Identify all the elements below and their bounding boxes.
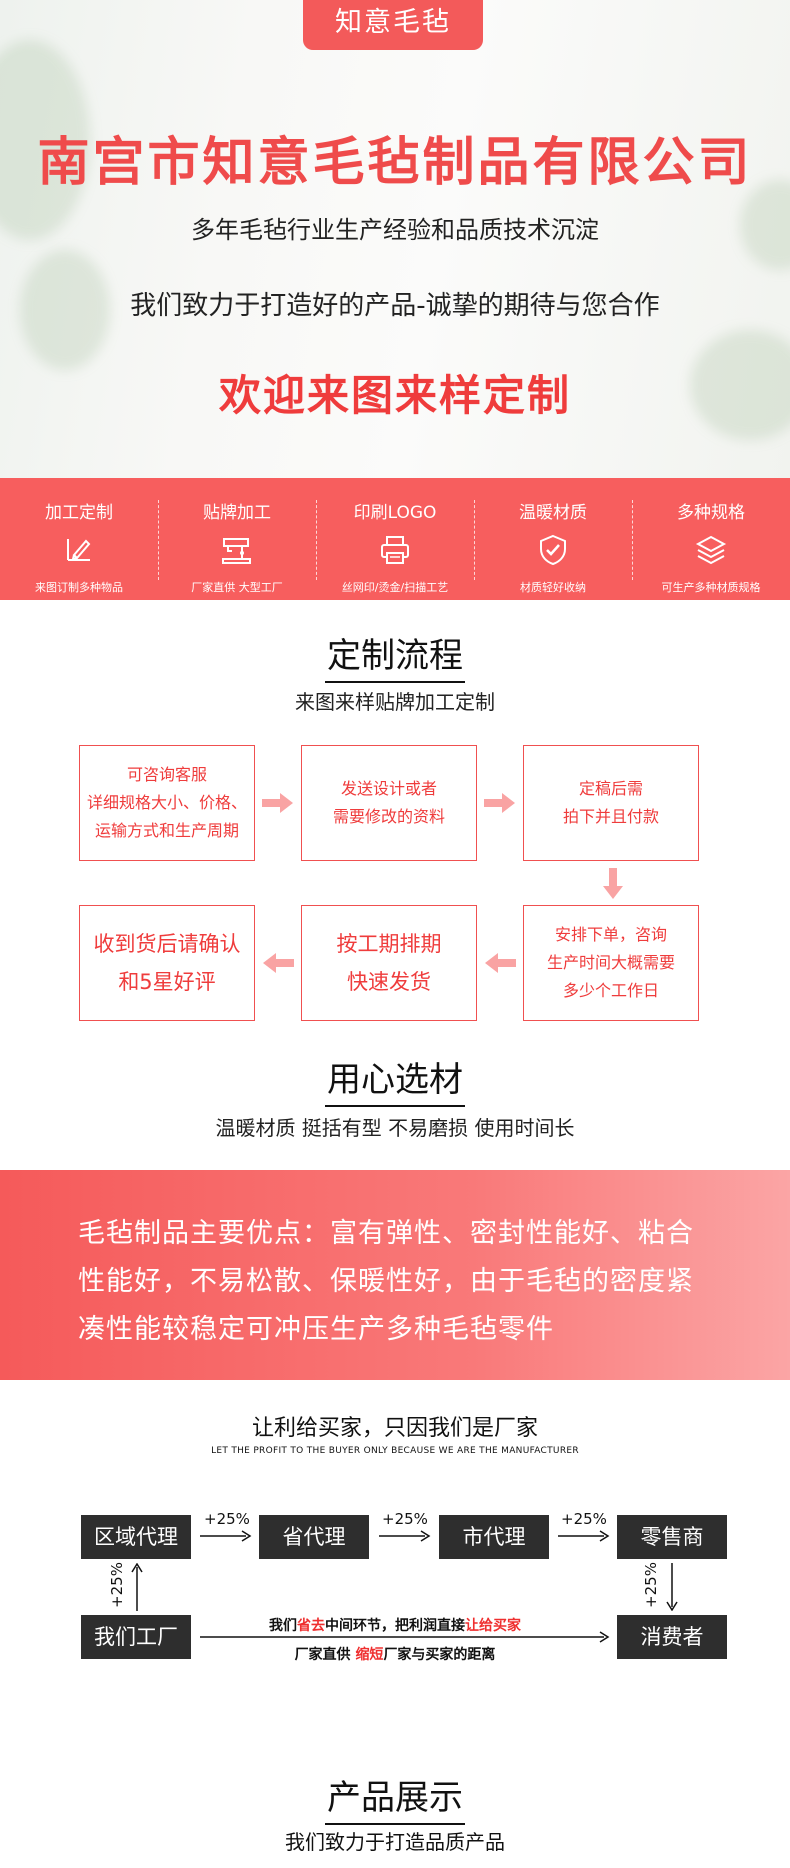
material-subtitle: 温暖材质 挺括有型 不易磨损 使用时间长 <box>215 1116 575 1140</box>
printer-icon <box>381 536 409 564</box>
process-step-review: 收到货后请确认和5星好评 <box>79 905 255 1021</box>
pen-ruler-icon <box>67 539 91 561</box>
process-title: 定制流程 <box>0 628 790 683</box>
node-consumer: 消费者 <box>617 1615 727 1659</box>
arrow-right-icon <box>558 1530 610 1542</box>
arrow-left-icon <box>485 953 516 973</box>
arrow-up-icon <box>131 1563 143 1611</box>
markup-label-vertical: +25% <box>641 1562 660 1608</box>
markup-label-vertical: +25% <box>107 1562 126 1608</box>
showcase-subtitle: 我们致力于打造品质产品 <box>285 1830 505 1854</box>
feature-oem: 贴牌加工 厂家直供 大型工厂 <box>158 478 316 600</box>
brand-tab: 知意毛毡 <box>303 0 483 50</box>
leaf-decoration <box>690 330 790 440</box>
feature-warm-material: 温暖材质 材质轻好收纳 <box>474 478 632 600</box>
process-step-send-design: 发送设计或者需要修改的资料 <box>301 745 477 861</box>
feature-multiple-specs: 多种规格 可生产多种材质规格 <box>632 478 790 600</box>
tagline-commitment: 我们致力于打造好的产品-诚挚的期待与您合作 <box>130 291 660 321</box>
advantage-text: 毛毡制品主要优点：富有弹性、密封性能好、粘合性能好，不易松散、保暖性好，由于毛毡… <box>78 1218 694 1345</box>
feature-sub: 可生产多种材质规格 <box>661 581 761 594</box>
feature-sub: 材质轻好收纳 <box>520 581 586 594</box>
arrow-left-icon <box>263 953 294 973</box>
arrow-right-icon <box>200 1530 252 1542</box>
node-provincial-agent: 省代理 <box>259 1515 369 1559</box>
node-city-agent: 市代理 <box>439 1515 549 1559</box>
arrow-down-icon <box>603 868 623 899</box>
feature-title: 加工定制 <box>45 503 113 523</box>
process-step-consult: 可咨询客服详细规格大小、价格、运输方式和生产周期 <box>79 745 255 861</box>
feature-title: 温暖材质 <box>519 503 587 523</box>
welcome-custom: 欢迎来图来样定制 <box>218 371 571 420</box>
advantage-banner: 毛毡制品主要优点：富有弹性、密封性能好、粘合性能好，不易松散、保暖性好，由于毛毡… <box>0 1170 790 1380</box>
hero-banner: 知意毛毡 南宫市知意毛毡制品有限公司 多年毛毡行业生产经验和品质技术沉淀 我们致… <box>0 0 790 478</box>
distribution-title: 让利给买家，只因我们是厂家 <box>251 1416 538 1441</box>
shield-check-icon <box>540 534 566 566</box>
feature-logo-printing: 印刷LOGO 丝网印/烫金/扫描工艺 <box>316 478 474 600</box>
markup-label: +25% <box>382 1510 428 1528</box>
showcase-title: 产品展示 <box>0 1770 790 1825</box>
tagline-experience: 多年毛毡行业生产经验和品质技术沉淀 <box>191 216 599 244</box>
node-factory: 我们工厂 <box>81 1615 191 1659</box>
direct-supply-line2: 厂家直供 缩短厂家与买家的距离 <box>294 1647 496 1663</box>
arrow-right-icon <box>379 1530 431 1542</box>
feature-title: 贴牌加工 <box>203 503 271 523</box>
arrow-right-icon <box>200 1631 610 1643</box>
sewing-machine-icon <box>222 538 251 564</box>
process-step-shipping: 按工期排期快速发货 <box>301 905 477 1021</box>
markup-label: +25% <box>561 1510 607 1528</box>
process-subtitle: 来图来样贴牌加工定制 <box>295 690 495 714</box>
company-name: 南宫市知意毛毡制品有限公司 <box>37 133 753 193</box>
feature-sub: 厂家直供 大型工厂 <box>191 581 283 594</box>
arrow-right-icon <box>484 793 515 813</box>
feature-custom-processing: 加工定制 来图订制多种物品 <box>0 478 158 600</box>
feature-sub: 丝网印/烫金/扫描工艺 <box>341 581 449 594</box>
direct-supply-line1: 我们省去中间环节，把利润直接让给买家 <box>269 1618 521 1634</box>
feature-sub: 来图订制多种物品 <box>35 581 123 594</box>
leaf-decoration <box>20 250 110 370</box>
node-retailer: 零售商 <box>617 1515 727 1559</box>
feature-bar: 加工定制 来图订制多种物品 贴牌加工 厂家直供 大型工厂 印刷LOGO 丝网印/… <box>0 478 790 600</box>
process-step-payment: 定稿后需拍下并且付款 <box>523 745 699 861</box>
node-regional-agent: 区域代理 <box>81 1515 191 1559</box>
material-title: 用心选材 <box>0 1052 790 1107</box>
markup-label: +25% <box>204 1510 250 1528</box>
feature-title: 多种规格 <box>677 503 745 523</box>
layers-icon <box>695 535 727 565</box>
feature-title: 印刷LOGO <box>353 503 437 523</box>
process-step-order: 安排下单，咨询生产时间大概需要多少个工作日 <box>523 905 699 1021</box>
distribution-subtitle: LET THE PROFIT TO THE BUYER ONLY BECAUSE… <box>211 1446 579 1456</box>
arrow-right-icon <box>262 793 293 813</box>
arrow-down-icon <box>666 1563 678 1611</box>
